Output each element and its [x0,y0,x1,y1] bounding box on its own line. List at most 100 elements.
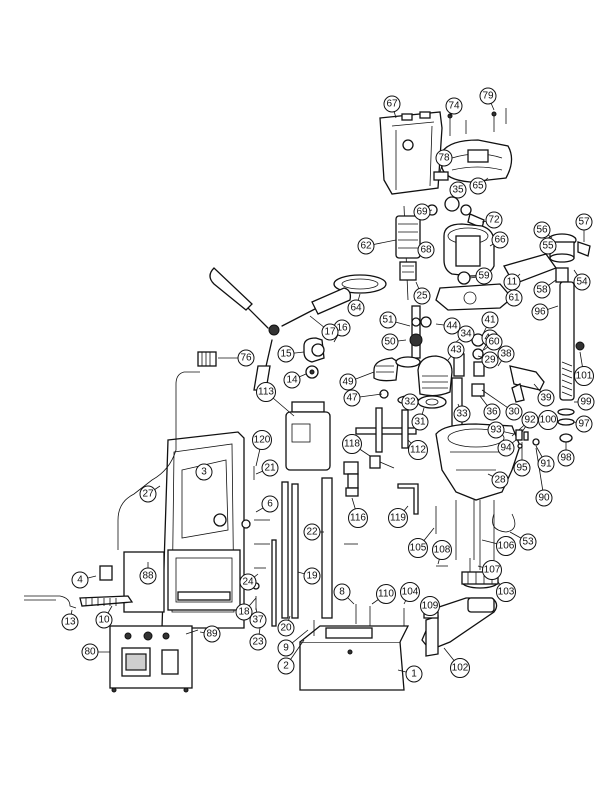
callout-96: 96 [531,303,549,321]
callout-14: 14 [283,371,301,389]
stator [443,223,495,277]
callout-label: 22 [306,527,318,538]
callout-label: 78 [438,153,450,164]
callout-13: 13 [61,613,79,631]
callout-label: 120 [254,435,271,446]
slide-rails [271,477,333,627]
callout-label: 53 [522,537,534,548]
callout-label: 69 [416,207,428,218]
callout-11: 11 [503,273,521,291]
callout-99: 99 [577,393,595,411]
callout-88: 88 [139,567,157,585]
callout-72: 72 [485,211,503,229]
callout-31: 31 [411,413,429,431]
callout-label: 109 [422,601,439,612]
callout-label: 36 [486,407,498,418]
callout-105: 105 [408,538,428,558]
cable-gland [197,351,217,367]
callout-59: 59 [475,267,493,285]
callout-label: 16 [336,323,348,334]
callout-label: 41 [484,315,496,326]
callout-label: 54 [576,277,588,288]
screw [185,629,199,635]
handle [397,483,419,515]
callout-21: 21 [261,459,279,477]
callout-109: 109 [420,596,440,616]
callout-68: 68 [417,241,435,259]
coolant-bottle [285,401,331,471]
callout-107: 107 [482,560,502,580]
callout-90: 90 [535,489,553,507]
callout-8: 8 [333,583,351,601]
callout-6: 6 [261,495,279,513]
base-screws [313,543,405,636]
callout-label: 57 [578,217,590,228]
callout-97: 97 [575,415,593,433]
callout-112: 112 [408,440,428,460]
callout-53: 53 [519,533,537,551]
callout-19: 19 [303,567,321,585]
callout-label: 2 [283,661,289,672]
clip [492,513,516,533]
callout-label: 23 [252,637,264,648]
callout-label: 17 [324,327,336,338]
callout-label: 74 [448,101,460,112]
fitting [369,455,395,469]
callout-label: 9 [283,643,289,654]
callout-label: 11 [507,277,518,288]
callout-label: 13 [64,617,76,628]
callout-label: 37 [252,615,264,626]
callout-label: 29 [484,355,496,366]
callout-95: 95 [513,459,531,477]
callout-113: 113 [256,382,276,402]
callout-label: 102 [452,663,469,674]
callout-label: 61 [508,293,520,304]
callout-28: 28 [491,471,509,489]
callout-label: 97 [578,419,590,430]
valve [343,461,359,497]
callout-label: 3 [201,467,207,478]
callout-label: 92 [524,415,536,426]
bearing [457,271,471,285]
callout-label: 98 [560,453,572,464]
callout-30: 30 [505,403,523,421]
callout-69: 69 [413,203,431,221]
callout-32: 32 [401,393,419,411]
callout-1: 1 [405,665,423,683]
callout-94: 94 [497,439,515,457]
callout-label: 31 [414,417,426,428]
callout-15: 15 [277,345,295,363]
armature [395,205,421,301]
callout-24: 24 [239,573,257,591]
callout-43: 43 [447,341,465,359]
brush-holder-parts [426,171,485,229]
callout-79: 79 [479,87,497,105]
callout-20: 20 [277,619,295,637]
callout-49: 49 [339,373,357,391]
callout-label: 95 [516,463,528,474]
callout-label: 90 [538,493,550,504]
callout-110: 110 [376,584,396,604]
callout-57: 57 [575,213,593,231]
callout-44: 44 [443,317,461,335]
gearbox-parts [373,305,545,427]
callout-92: 92 [521,411,539,429]
callout-label: 99 [580,397,592,408]
callout-label: 59 [478,271,490,282]
control-box [109,625,193,693]
callout-2: 2 [277,657,295,675]
callout-36: 36 [483,403,501,421]
callout-label: 105 [410,543,427,554]
callout-118: 118 [342,434,362,454]
callout-104: 104 [400,582,420,602]
callout-38: 38 [497,345,515,363]
callout-18: 18 [235,603,253,621]
gear-plate [435,283,513,311]
callout-label: 107 [484,565,501,576]
callout-93: 93 [487,421,505,439]
callout-label: 65 [472,181,484,192]
callout-label: 68 [420,245,432,256]
callout-label: 66 [494,235,506,246]
callout-33: 33 [453,405,471,423]
callout-label: 116 [350,513,366,524]
